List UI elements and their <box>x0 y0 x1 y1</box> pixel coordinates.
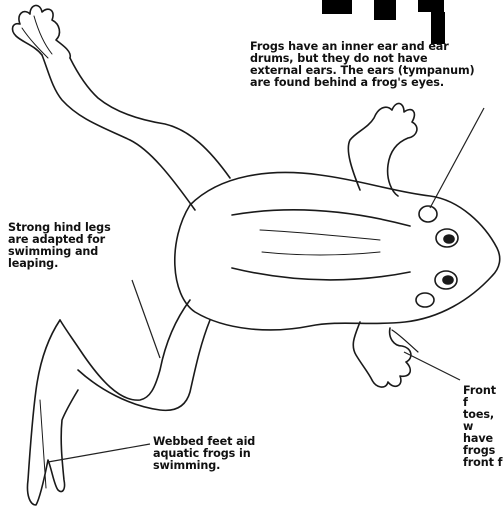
annotation-webbed-feet: Webbed feet aid aquatic frogs in swimmin… <box>153 436 255 472</box>
leader-front-feet <box>404 352 460 380</box>
leader-webbed-feet <box>48 444 150 462</box>
frog-body-outline <box>175 173 500 330</box>
webbed-foot-upper <box>13 5 71 58</box>
front-leg-lower <box>353 322 411 387</box>
annotation-hind-legs: Strong hind legs are adapted for swimmin… <box>8 222 111 270</box>
leader-hind-legs <box>132 280 160 358</box>
hind-leg-lower-thigh <box>60 300 190 400</box>
tympanum-upper <box>419 206 437 222</box>
annotation-ears: Frogs have an inner ear and ear drums, b… <box>250 41 475 89</box>
leader-ears <box>430 108 484 208</box>
tympanum-lower <box>416 293 434 307</box>
header-letter-fragments <box>322 0 445 44</box>
dorsal-ridge-upper <box>232 210 410 226</box>
leader-lines <box>48 108 484 462</box>
hind-leg-upper-thigh <box>42 55 195 210</box>
dorsal-ridge-lower <box>232 268 410 280</box>
annotation-front-feet: Front f toes, w have frogs front f <box>463 385 504 469</box>
webbed-foot-lower <box>27 320 78 505</box>
